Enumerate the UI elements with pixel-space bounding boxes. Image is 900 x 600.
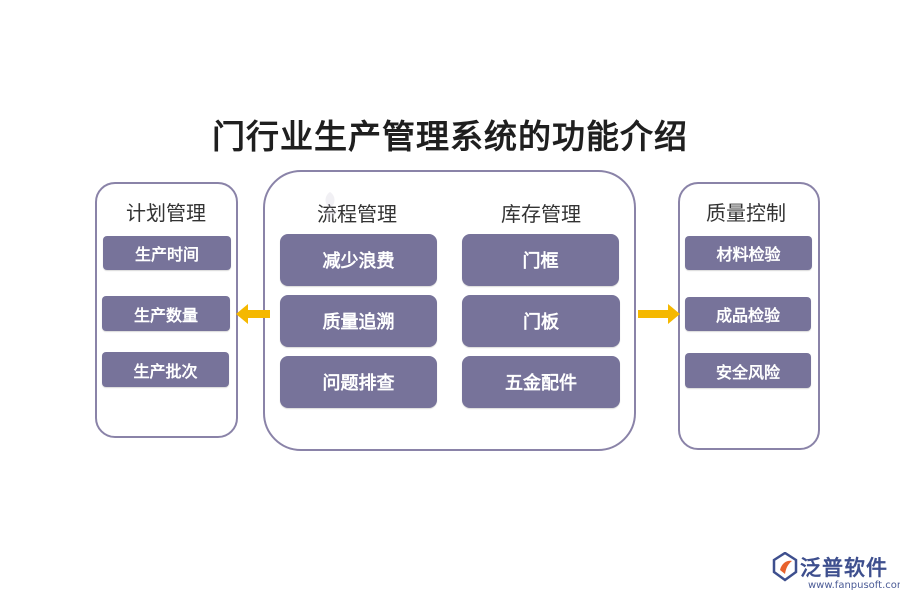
inventory-management-title: 库存管理 bbox=[501, 202, 581, 226]
quality-item-product-inspection: 成品检验 bbox=[685, 297, 811, 331]
process-item-quality-tracing: 质量追溯 bbox=[280, 295, 437, 347]
arrow-right-icon bbox=[638, 304, 680, 324]
inventory-item-door-panel: 门板 bbox=[462, 295, 620, 347]
inventory-item-hardware: 五金配件 bbox=[462, 356, 620, 408]
quality-item-safety-risk: 安全风险 bbox=[685, 353, 811, 388]
plan-management-title: 计划管理 bbox=[126, 201, 206, 225]
logo-url: www.fanpusoft.com bbox=[808, 580, 900, 591]
process-item-troubleshooting: 问题排查 bbox=[280, 356, 437, 408]
plan-item-production-time: 生产时间 bbox=[103, 236, 231, 270]
brand-logo: 泛普软件 www.fanpusoft.com bbox=[770, 550, 900, 596]
arrow-left-icon bbox=[236, 304, 270, 324]
process-item-reduce-waste: 减少浪费 bbox=[280, 234, 437, 286]
fanpu-logo-icon bbox=[772, 552, 798, 582]
watermark-logo-icon bbox=[322, 192, 338, 222]
quality-control-title: 质量控制 bbox=[706, 201, 786, 225]
page-title: 门行业生产管理系统的功能介绍 bbox=[212, 117, 688, 156]
quality-item-material-inspection: 材料检验 bbox=[685, 236, 812, 270]
logo-name: 泛普软件 bbox=[800, 556, 888, 580]
plan-item-production-batch: 生产批次 bbox=[102, 352, 229, 387]
process-management-title: 流程管理 bbox=[317, 202, 397, 226]
inventory-item-door-frame: 门框 bbox=[462, 234, 619, 286]
plan-item-production-quantity: 生产数量 bbox=[102, 296, 230, 331]
